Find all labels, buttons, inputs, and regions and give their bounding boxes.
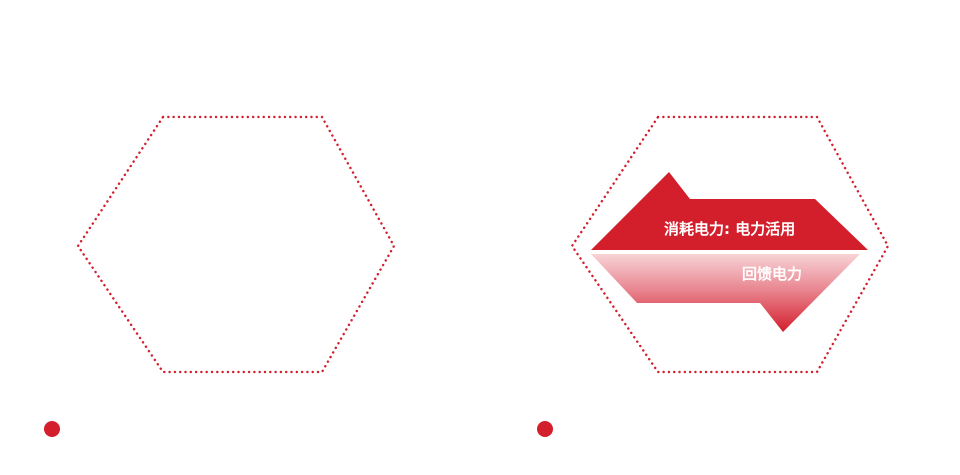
hexagon-right xyxy=(570,115,890,374)
feedback-arrow xyxy=(591,254,860,332)
bullet-dot-right xyxy=(537,421,553,437)
consumption-arrow-label: 消耗电力: 电力活用 xyxy=(664,220,795,238)
hexagon-left xyxy=(76,115,396,374)
bullet-dot-left xyxy=(44,421,60,437)
feedback-arrow-label: 回馈电力 xyxy=(742,265,802,283)
consumption-arrow xyxy=(591,172,868,250)
